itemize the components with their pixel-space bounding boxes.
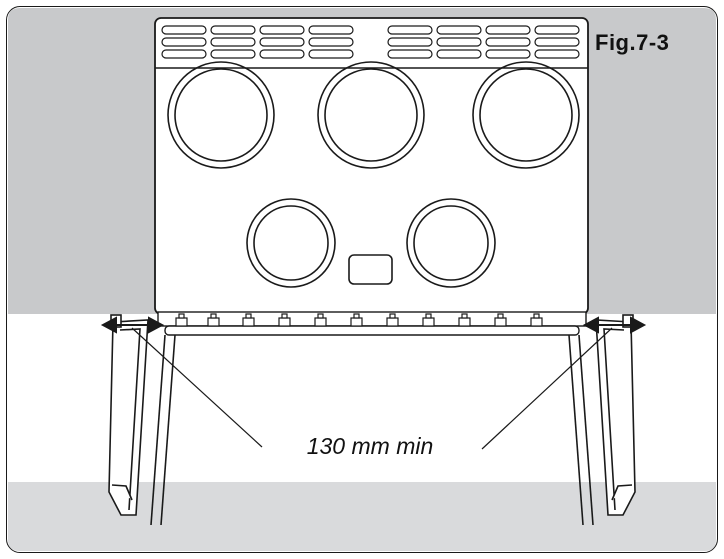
vent-slots (161, 25, 580, 59)
knob-10 (494, 313, 507, 327)
burner-rear-right (472, 61, 580, 169)
knob-6 (350, 313, 363, 327)
control-display (348, 254, 393, 285)
dimension-leader-lines (131, 327, 613, 450)
knob-9 (458, 313, 471, 327)
knob-8 (422, 313, 435, 327)
left-support-bar (150, 334, 176, 526)
knob-7 (386, 313, 399, 327)
clearance-dimension-label: 130 mm min (306, 433, 434, 459)
right-clearance-arrow (582, 316, 647, 334)
knob-3 (242, 313, 255, 327)
knob-2 (207, 313, 220, 327)
cooker-front-strip (157, 311, 587, 336)
knob-1 (175, 313, 188, 327)
burner-rear-center (317, 61, 425, 169)
figure-label: Fig.7-3 (595, 30, 670, 55)
control-knobs (175, 313, 543, 327)
burner-rear-left (167, 61, 275, 169)
burner-front-left (246, 198, 336, 288)
burner-front-right (406, 198, 496, 288)
knob-11 (530, 313, 543, 327)
knob-4 (278, 313, 291, 327)
knob-5 (314, 313, 327, 327)
right-side-panel (595, 314, 636, 516)
left-side-panel (108, 314, 149, 516)
left-clearance-arrow (100, 316, 165, 334)
